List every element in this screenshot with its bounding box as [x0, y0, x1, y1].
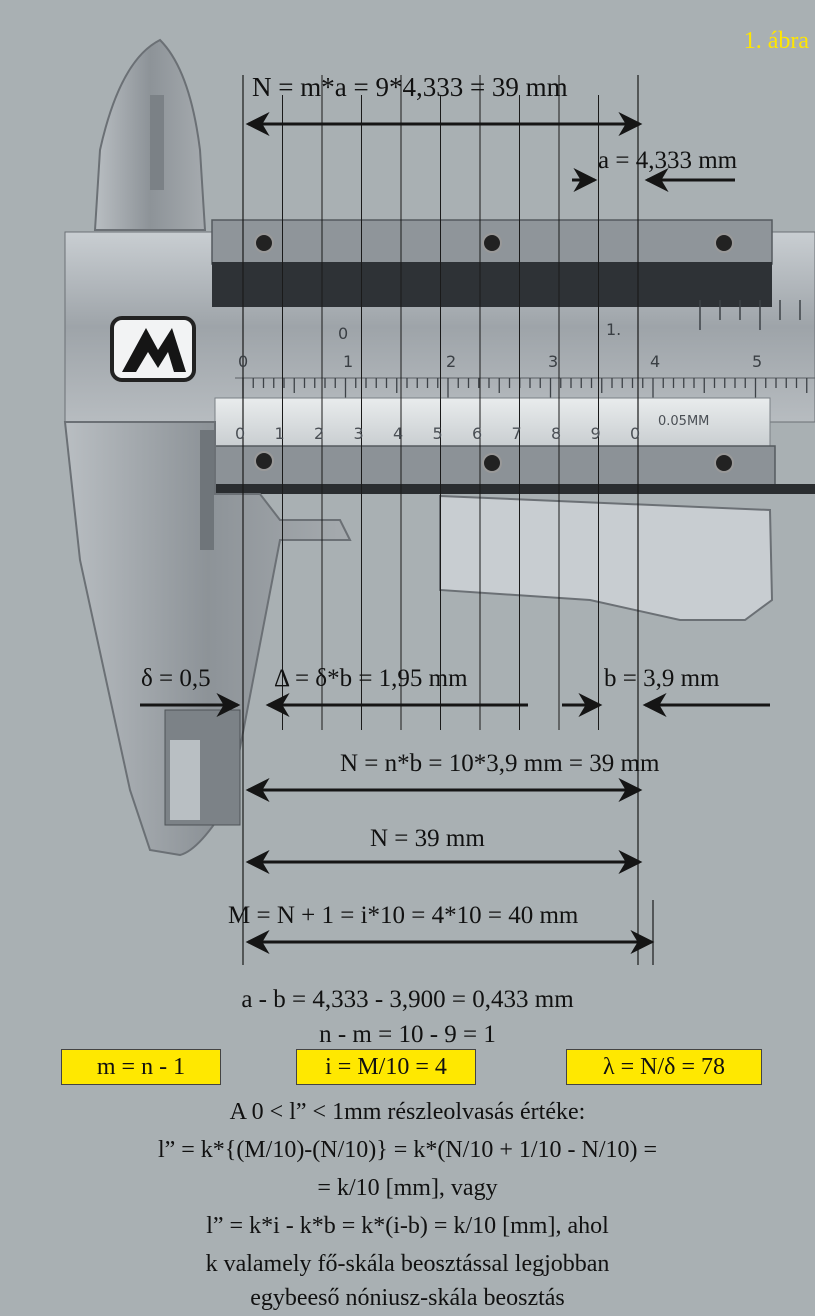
- vernier-plate: [214, 397, 771, 449]
- b-value: b = 3,9 mm: [604, 665, 720, 692]
- main-scale-label-0: 0: [238, 352, 249, 371]
- desc-line-4: l” = k*i - k*b = k*(i-b) = k/10 [mm], ah…: [206, 1213, 609, 1239]
- depth-rod: [439, 494, 774, 621]
- formula-N39: N = 39 mm: [370, 825, 485, 852]
- main-scale-ticks: [242, 378, 808, 398]
- main-scale-label-2: 2: [446, 352, 457, 371]
- vernier-scale-label: 2: [314, 424, 325, 443]
- box-m: m = n - 1: [61, 1049, 221, 1085]
- screws: [254, 233, 734, 473]
- formula-nm: n - m = 10 - 9 = 1: [319, 1021, 496, 1048]
- formula-a: a = 4,333 mm: [598, 147, 738, 174]
- main-scale-label-1: 1: [343, 352, 354, 371]
- upper-scale-label-1: 1.: [606, 320, 622, 339]
- jaw-slot: [150, 95, 164, 190]
- vernier-scale-label: 9: [590, 424, 601, 443]
- vernier-scale-label: 3: [353, 424, 364, 443]
- desc-line-3: = k/10 [mm], vagy: [317, 1175, 498, 1201]
- formula-M: M = N + 1 = i*10 = 4*10 = 40 mm: [228, 902, 579, 929]
- figure-label: 1. ábra: [743, 28, 809, 54]
- logo-mark: [122, 328, 186, 372]
- desc-line-1: A 0 < l” < 1mm részleolvasás értéke:: [229, 1099, 586, 1125]
- vernier-scale-label: 5: [432, 424, 443, 443]
- vernier-scale-label: 1: [274, 424, 285, 443]
- main-scale-ticks-upper: [699, 300, 801, 330]
- lower-dark-band: [215, 484, 815, 494]
- lower-jaw-slot: [200, 430, 214, 550]
- jaw-block-highlight: [170, 740, 200, 820]
- main-scale-label-5: 5: [752, 352, 763, 371]
- reference-lines: [282, 75, 599, 730]
- vernier-unit: 0.05MM: [658, 414, 710, 429]
- delta-small: δ = 0,5: [141, 665, 211, 692]
- vernier-scale-label: 0: [630, 424, 641, 443]
- main-scale-label-3: 3: [548, 352, 559, 371]
- desc-line-6: egybeeső nóniusz-skála beosztás: [250, 1285, 565, 1311]
- formula-nb: N = n*b = 10*3,9 mm = 39 mm: [340, 750, 660, 777]
- box-lambda: λ = N/δ = 78: [566, 1049, 762, 1085]
- vernier-scale-label: 6: [472, 424, 483, 443]
- desc-line-2: l” = k*{(M/10)-(N/10)} = k*(N/10 + 1/10 …: [157, 1137, 658, 1163]
- formula-ab: a - b = 4,333 - 3,900 = 0,433 mm: [241, 986, 574, 1013]
- vernier-scale-label: 4: [393, 424, 404, 443]
- dimension-arrows: [140, 112, 770, 954]
- vernier-scale-label: 7: [511, 424, 522, 443]
- desc-line-5: k valamely fő-skála beosztással legjobba…: [205, 1251, 610, 1277]
- formula-N-top: N = m*a = 9*4,333 = 39 mm: [252, 72, 568, 102]
- main-scale-label-4: 4: [650, 352, 661, 371]
- vernier-scale-label: 0: [235, 424, 246, 443]
- upper-scale-label-0: 0: [338, 324, 349, 343]
- upper-dark-band: [212, 262, 772, 307]
- box-i: i = M/10 = 4: [296, 1049, 476, 1085]
- delta-big: Δ = δ*b = 1,95 mm: [274, 665, 468, 692]
- vernier-scale-label: 8: [551, 424, 562, 443]
